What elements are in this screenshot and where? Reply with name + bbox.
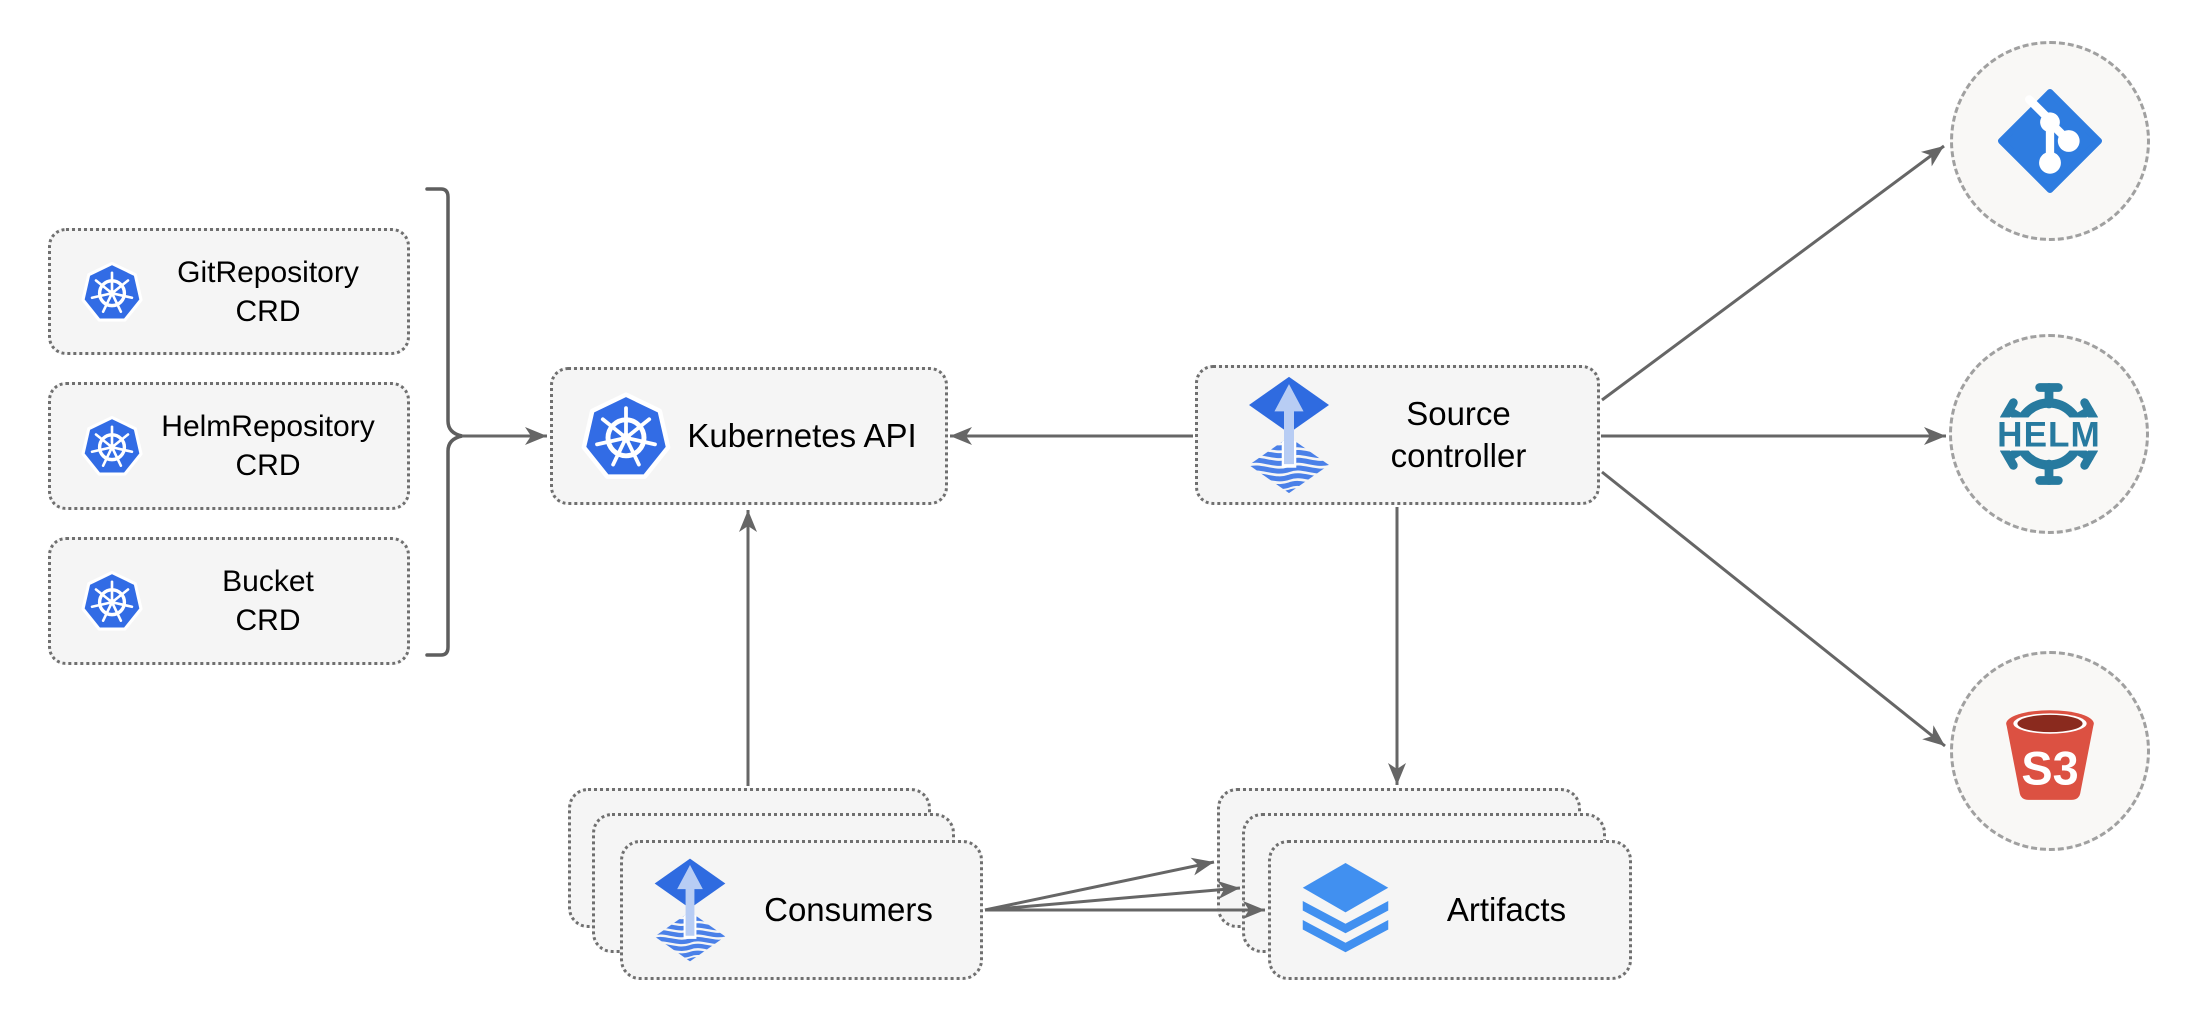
- node-label-line2: CRD: [235, 294, 301, 328]
- node-s3-bucket: S3: [1950, 651, 2150, 851]
- layers-icon: [1297, 863, 1394, 958]
- kubernetes-icon: [81, 261, 143, 323]
- node-source-controller: Source controller: [1195, 365, 1600, 505]
- node-helm-repository: HELM: [1949, 334, 2149, 534]
- git-icon: [1998, 89, 2102, 193]
- node-label: HelmRepository CRD: [155, 407, 381, 485]
- kubernetes-icon: [81, 570, 143, 632]
- kubernetes-icon: [81, 415, 143, 477]
- node-gitrepository-crd: GitRepository CRD: [48, 228, 410, 355]
- s3-label: S3: [2021, 743, 2078, 795]
- flux-icon: [651, 857, 729, 963]
- node-artifacts: Artifacts: [1268, 840, 1632, 980]
- kubernetes-icon: [581, 391, 671, 481]
- node-label-line2: CRD: [235, 449, 301, 482]
- edge-source-to-git: [1601, 144, 1945, 402]
- edge-source-to-s3: [1601, 470, 1946, 748]
- node-label: Source controller: [1350, 393, 1567, 477]
- helm-label: HELM: [1997, 415, 2101, 454]
- edge-consumers-to-artifacts-2: [984, 880, 1241, 912]
- node-label: Bucket CRD: [155, 562, 381, 640]
- node-label: Kubernetes API: [687, 417, 917, 454]
- node-label: GitRepository CRD: [155, 253, 381, 331]
- crd-bracket: [425, 187, 463, 657]
- node-bucket-crd: Bucket CRD: [48, 537, 410, 665]
- node-consumers: Consumers: [620, 840, 983, 980]
- node-label-line2: controller: [1390, 437, 1527, 474]
- node-kubernetes-api: Kubernetes API: [550, 367, 948, 505]
- s3-bucket-icon: S3: [1994, 697, 2106, 805]
- node-label: Artifacts: [1446, 891, 1567, 928]
- edge-consumers-to-artifacts-1: [984, 857, 1215, 912]
- helm-icon: HELM: [1987, 380, 2111, 488]
- node-git-repository: [1950, 41, 2150, 241]
- flux-icon: [1244, 375, 1334, 495]
- node-label-line1: Bucket: [222, 565, 314, 598]
- node-label-line1: Source: [1406, 395, 1511, 432]
- node-label-line1: GitRepository: [177, 255, 359, 289]
- node-label-line2: CRD: [235, 604, 301, 637]
- node-label-line1: HelmRepository: [161, 410, 375, 443]
- node-helmrepository-crd: HelmRepository CRD: [48, 382, 410, 510]
- node-label: Consumers: [764, 891, 933, 928]
